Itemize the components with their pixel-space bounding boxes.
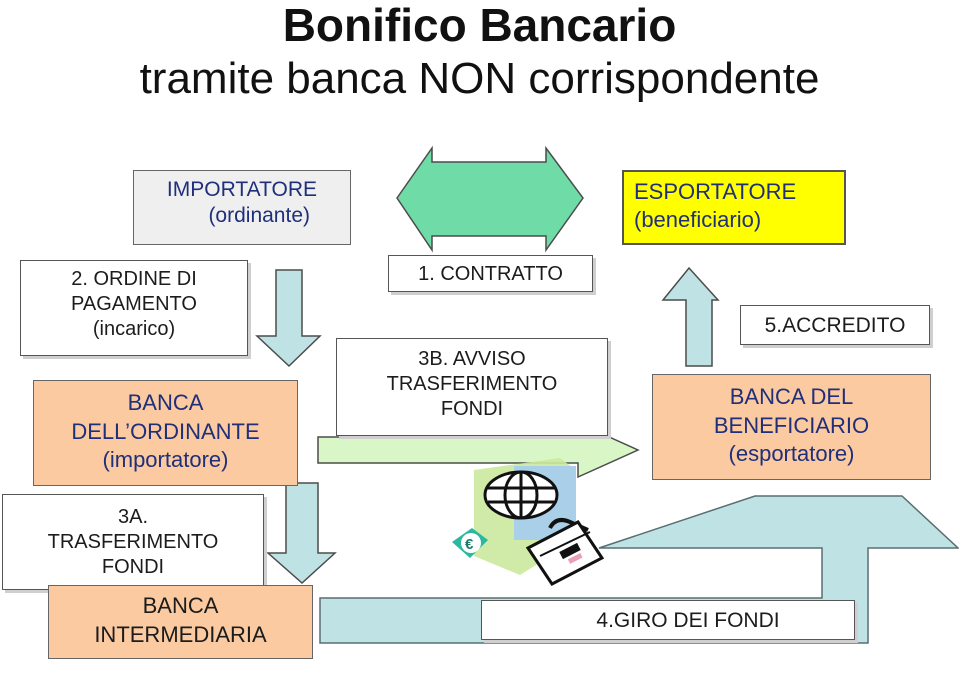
banca-beneficiario-line1: BANCA DEL — [729, 384, 854, 409]
ordine-line2: PAGAMENTO — [71, 293, 197, 315]
banca-ordinante-line1: BANCA — [127, 390, 204, 415]
accredito-label: 5.ACCREDITO — [764, 314, 906, 337]
giro-fondi-label: 4.GIRO DEI FONDI — [596, 609, 780, 632]
trasferimento-line1: 3A. — [117, 506, 149, 528]
euro-icon: € — [452, 528, 488, 558]
banca-beneficiario-line3: (esportatore) — [728, 441, 855, 467]
money-transfer-clipart: € — [452, 458, 605, 586]
banca-intermediaria-box: BANCA INTERMEDIARIA — [48, 585, 313, 659]
contratto-double-arrow — [396, 145, 584, 253]
svg-text:€: € — [465, 536, 474, 553]
importatore-box: IMPORTATORE (ordinante) — [133, 170, 351, 245]
banca-beneficiario-line2: BENEFICIARIO — [713, 412, 870, 438]
trasferimento-box: 3A. TRASFERIMENTO FONDI — [2, 494, 264, 590]
ordine-line1: 2. ORDINE DI — [71, 268, 197, 290]
accredito-box: 5.ACCREDITO — [740, 305, 930, 345]
banca-intermediaria-line2: INTERMEDIARIA — [94, 621, 267, 647]
avviso-line3: FONDI — [440, 398, 504, 420]
esportatore-label: ESPORTATORE — [634, 179, 797, 204]
banca-ordinante-box: BANCA DELL’ORDINANTE (importatore) — [33, 380, 298, 486]
down-arrow-trasferimento — [266, 482, 337, 585]
page-subtitle: tramite banca NON corrispondente — [139, 54, 820, 103]
banca-beneficiario-box: BANCA DEL BENEFICIARIO (esportatore) — [652, 374, 931, 480]
avviso-line2: TRASFERIMENTO — [386, 373, 558, 395]
page-title: Bonifico Bancario — [282, 0, 677, 51]
esportatore-role: (beneficiario) — [634, 206, 762, 232]
trasferimento-line2: TRASFERIMENTO — [47, 531, 219, 553]
importatore-label: IMPORTATORE — [166, 178, 318, 201]
trasferimento-line3: FONDI — [101, 556, 165, 578]
banca-intermediaria-line1: BANCA — [142, 593, 219, 618]
contratto-label: 1. CONTRATTO — [418, 263, 563, 285]
down-arrow-ordine — [255, 269, 322, 368]
esportatore-box: ESPORTATORE (beneficiario) — [622, 170, 846, 245]
importatore-role: (ordinante) — [208, 204, 310, 228]
giro-fondi-box: 4.GIRO DEI FONDI — [481, 600, 855, 640]
ordine-pagamento-box: 2. ORDINE DI PAGAMENTO (incarico) — [20, 260, 248, 356]
globe-icon — [483, 470, 559, 520]
up-arrow-accredito — [661, 266, 720, 367]
ordine-line3: (incarico) — [92, 318, 176, 340]
briefcase-icon — [525, 518, 605, 586]
banca-ordinante-line2: DELL’ORDINANTE — [71, 418, 260, 444]
avviso-box: 3B. AVVISO TRASFERIMENTO FONDI — [336, 338, 608, 436]
banca-ordinante-line3: (importatore) — [102, 447, 229, 473]
avviso-line1: 3B. AVVISO — [418, 348, 526, 370]
contratto-box: 1. CONTRATTO — [388, 255, 593, 292]
